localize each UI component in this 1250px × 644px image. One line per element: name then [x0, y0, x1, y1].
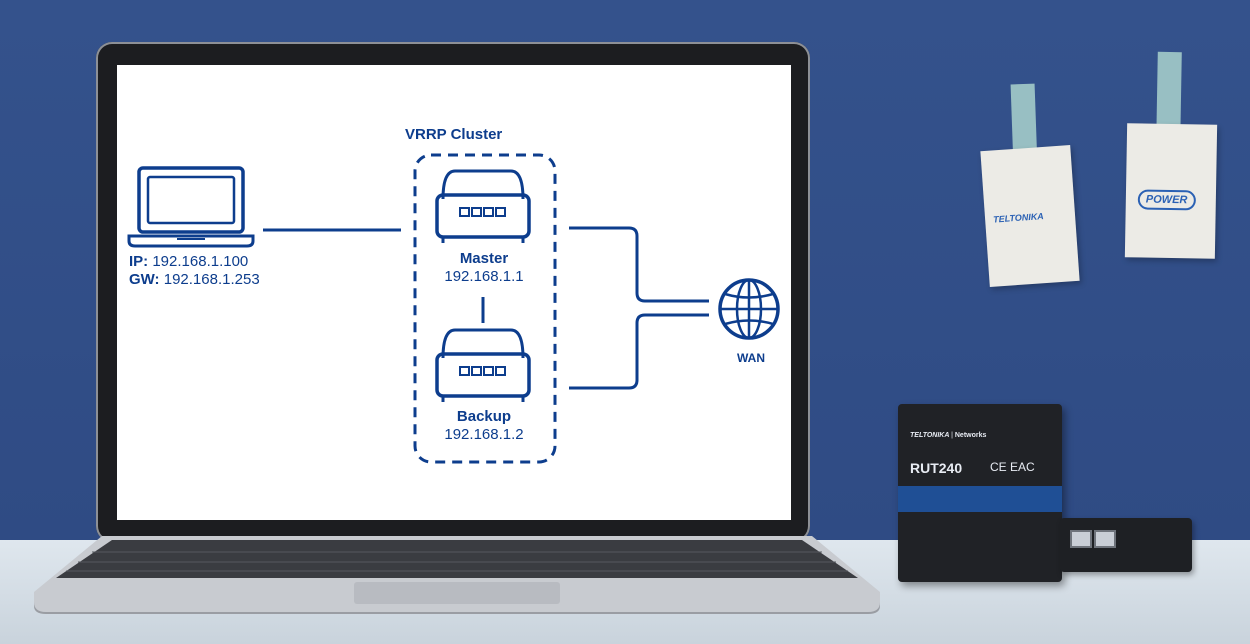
client-ip-label: IP:: [129, 253, 149, 270]
router-brand-text: TELTONIKA: [910, 432, 950, 439]
cluster-title: VRRP Cluster: [405, 126, 503, 143]
router-label-band: [898, 486, 1062, 512]
wan-label: WAN: [737, 351, 765, 365]
note-right-logo: POWER: [1137, 189, 1196, 211]
router-marks: CE EAC: [990, 460, 1035, 474]
master-name: Master: [459, 250, 509, 267]
client-gw-label: GW:: [129, 271, 160, 288]
backup-wan-link: [569, 313, 709, 390]
vrrp-diagram: VRRP Cluster IP: 192.168.1.100 GW: 192.1…: [117, 65, 791, 520]
client-ip-value: 192.168.1.100: [152, 253, 249, 270]
rut240-router: TELTONIKA | Networks RUT240 CE EAC: [898, 404, 1062, 582]
client-gateway: GW: 192.168.1.253: [129, 271, 260, 288]
master-wan-link: [569, 226, 709, 303]
ethernet-port-icon: [1070, 530, 1092, 548]
poe-injector: [1060, 518, 1192, 572]
master-ip: 192.168.1.1: [444, 268, 524, 285]
router-networks-text: Networks: [954, 432, 987, 439]
client-gw-value: 192.168.1.253: [163, 271, 260, 288]
ethernet-port-icon: [1094, 530, 1116, 548]
backup-name: Backup: [456, 408, 512, 425]
backup-router-icon: [435, 328, 531, 402]
cluster-boundary: [413, 153, 557, 464]
wan-globe-icon: [718, 278, 780, 340]
client-ip: IP: 192.168.1.100: [129, 253, 248, 270]
router-brand: TELTONIKA | Networks: [910, 432, 987, 439]
client-laptop-icon: [127, 166, 255, 248]
note-left-text: TELTONIKA: [992, 211, 1045, 225]
backup-ip: 192.168.1.2: [444, 426, 524, 443]
note-right-text: POWER: [1145, 193, 1188, 207]
note-left: TELTONIKA: [980, 145, 1080, 287]
note-right: POWER: [1124, 123, 1218, 259]
laptop-screen: [117, 65, 791, 520]
master-router-icon: [435, 169, 531, 243]
router-model: RUT240: [910, 460, 963, 476]
diagram-graphics: [127, 153, 780, 464]
laptop-keyboard-base: [34, 536, 880, 614]
